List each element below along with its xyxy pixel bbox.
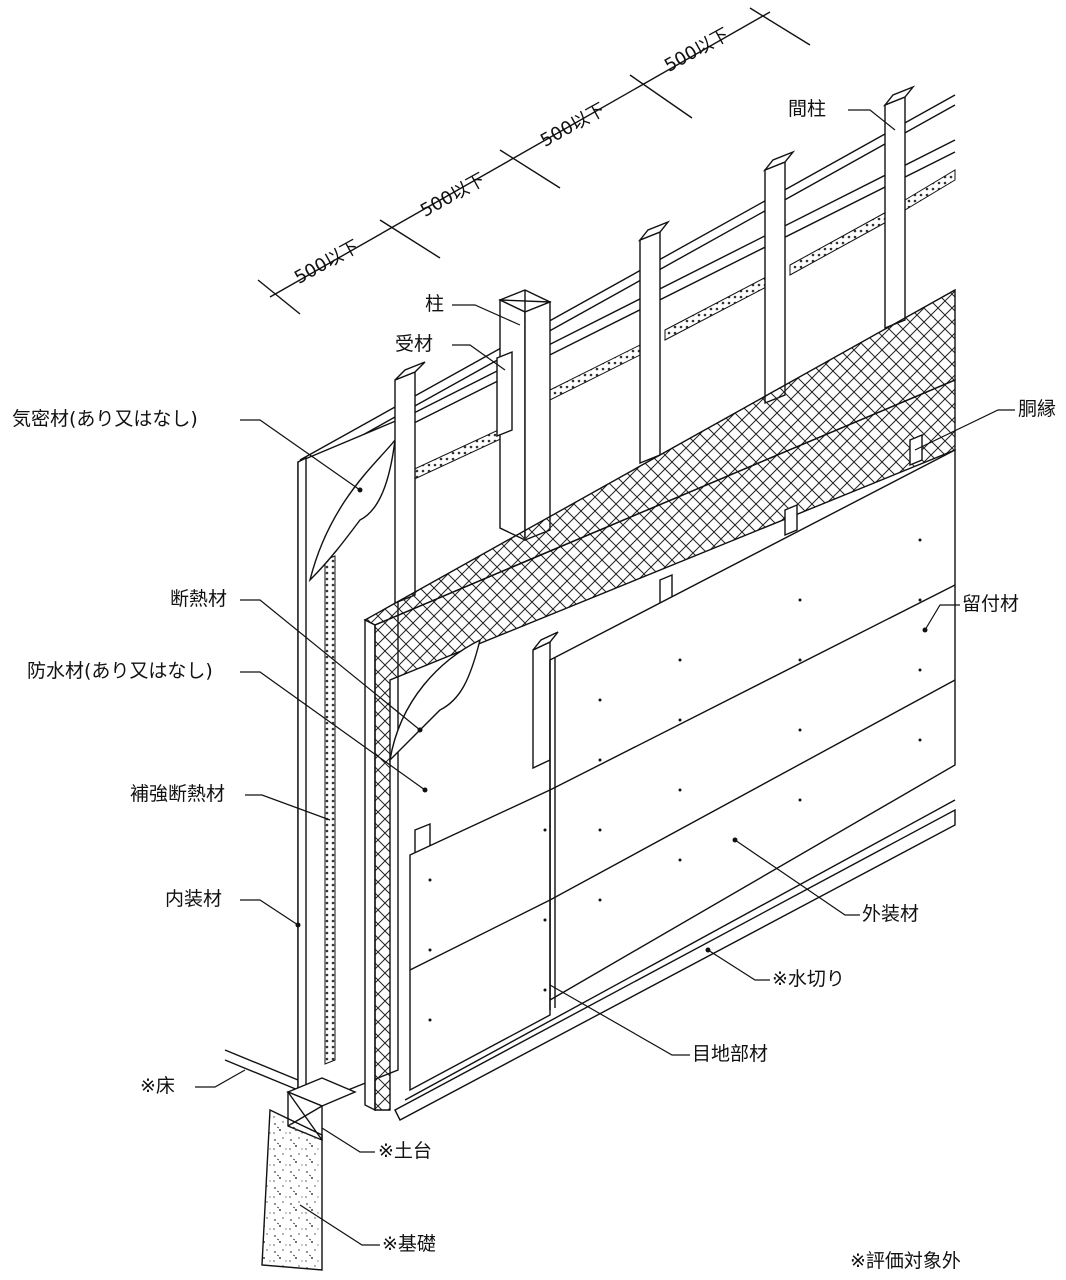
- label-floor: ※床: [140, 1075, 175, 1097]
- waterproof-sheet-curl: [388, 638, 482, 763]
- label-joint: 目地部材: [692, 1043, 769, 1065]
- exterior-cladding: [409, 448, 956, 1092]
- label-foundation: ※基礎: [382, 1233, 436, 1255]
- flashing: [394, 799, 956, 1121]
- label-reinforce-insulation: 補強断熱材: [130, 783, 226, 805]
- insulation-board: [363, 288, 956, 1112]
- fastener-dots: [295, 487, 928, 1022]
- reinforce-insulation: [324, 555, 336, 1065]
- label-fastener: 留付材: [962, 593, 1020, 615]
- label-furring: 胴縁: [1018, 398, 1057, 420]
- label-receiver: 受材: [395, 333, 434, 355]
- label-flashing: ※水切り: [772, 968, 845, 990]
- airtight-sheet-curl: [308, 437, 397, 583]
- label-waterproof: 防水材(あり又はなし): [27, 660, 213, 682]
- label-post: 柱: [425, 293, 445, 315]
- label-exterior: 外装材: [862, 903, 920, 925]
- label-interior: 内装材: [165, 888, 223, 910]
- label-stud-intermediate: 間柱: [788, 98, 827, 120]
- label-note: ※評価対象外: [850, 1250, 961, 1272]
- label-airtight: 気密材(あり又はなし): [12, 408, 198, 430]
- label-sill: ※土台: [378, 1140, 432, 1162]
- dimension-line: [257, 7, 811, 315]
- floor-lines: [224, 1049, 299, 1091]
- foundation: [261, 1108, 323, 1271]
- leader-lines: [195, 109, 1015, 1246]
- label-insulation: 断熱材: [170, 588, 228, 610]
